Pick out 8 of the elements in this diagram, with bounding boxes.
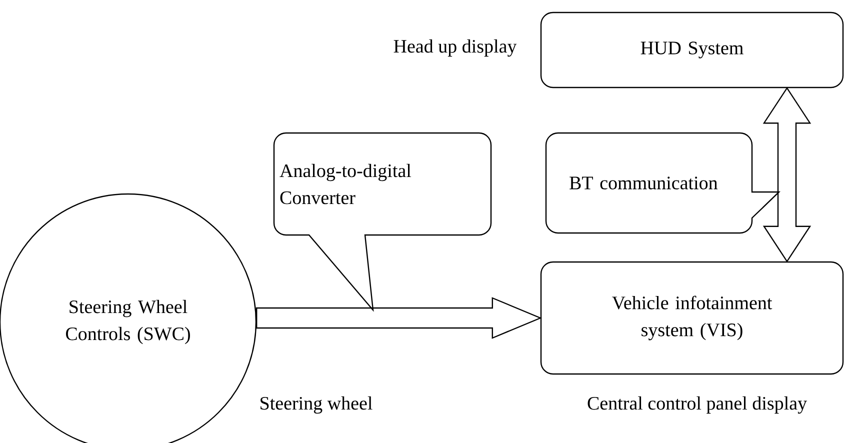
node-label: Head up display <box>394 39 517 57</box>
callout-bubble: Analog-to-digital Converter <box>273 132 492 311</box>
node-label: Steering wheel <box>260 396 372 414</box>
system-box: Vehicle infotainment system (VIS) <box>540 261 844 375</box>
node-label: Central control panel display <box>588 396 807 414</box>
system-box: HUD System <box>540 12 844 88</box>
callout-bubble: BT communication <box>545 132 780 234</box>
block-arrow <box>256 297 542 339</box>
